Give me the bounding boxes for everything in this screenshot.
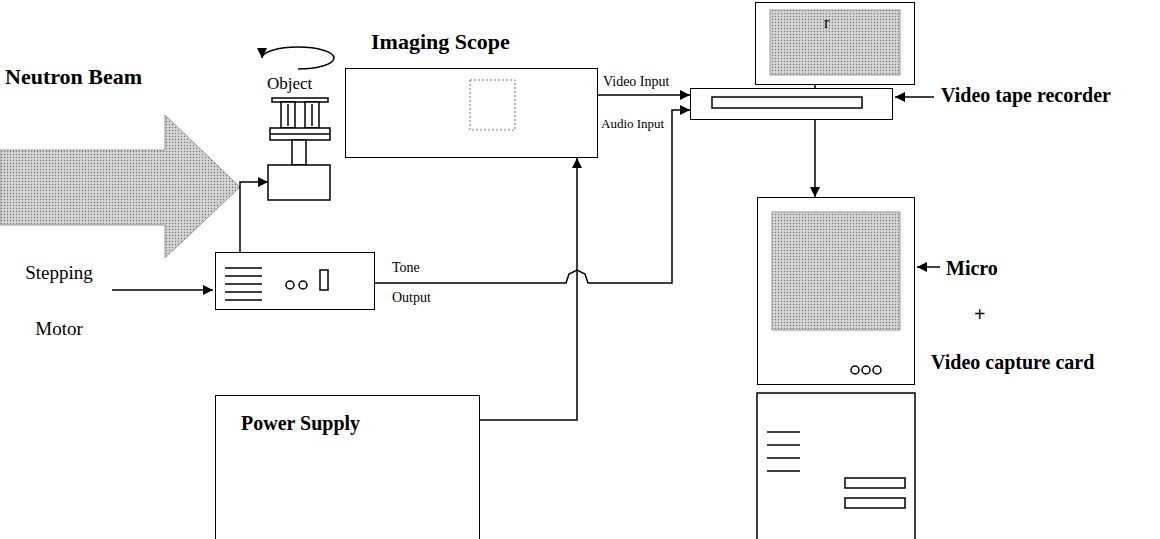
rotation-arrow <box>262 47 334 69</box>
annotation-label: Audio Input <box>601 116 664 132</box>
signal-line <box>598 94 690 96</box>
tape-slot <box>712 97 862 108</box>
controller-panel <box>225 268 328 300</box>
device-box: r <box>755 2 915 85</box>
device-box: Stepping Motor <box>215 252 375 310</box>
signal-line <box>375 110 690 283</box>
computer-details <box>757 366 915 539</box>
device-label: + <box>974 302 985 326</box>
scope-optics <box>470 80 515 130</box>
annotation-label: Object <box>267 74 312 94</box>
device-label: Power Supply <box>241 411 360 435</box>
device-label: Video tape recorder <box>941 83 1111 107</box>
object-holder <box>268 98 330 200</box>
annotation-label: Neutron Beam <box>5 64 142 90</box>
device-label: r <box>824 13 829 32</box>
device-box: Imaging Scope <box>345 68 598 158</box>
signal-line <box>814 120 816 197</box>
monitor-screen <box>772 212 900 330</box>
device-box: Micro+Video capture card <box>757 197 915 385</box>
device-label: Micro <box>946 256 998 280</box>
pointer-arrow <box>112 289 213 291</box>
pointer-arrow <box>895 96 934 98</box>
monitor-screen <box>770 10 900 75</box>
signal-label: Video Input <box>603 74 669 91</box>
beam-arrow <box>0 115 240 258</box>
device-label: Stepping Motor <box>4 245 114 357</box>
signal-label: Tone Output <box>392 253 440 313</box>
device-label: Video capture card <box>931 350 1094 374</box>
device-box: Power Supply <box>215 395 480 539</box>
signal-line <box>480 158 577 420</box>
motor-drive-line <box>240 182 268 252</box>
device-box: Video tape recorder <box>690 88 893 120</box>
pointer-arrow <box>917 266 940 268</box>
device-label: Imaging Scope <box>371 29 510 55</box>
